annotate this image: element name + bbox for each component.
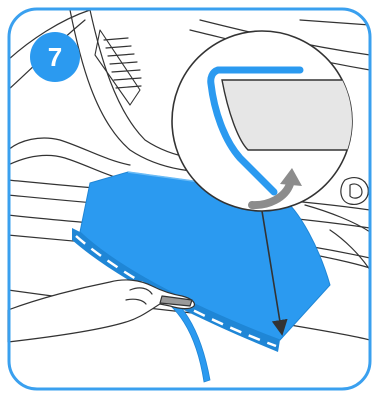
magnified-detail: [172, 31, 370, 211]
step-number-badge: 7: [30, 32, 80, 82]
window-glass: [222, 80, 370, 150]
